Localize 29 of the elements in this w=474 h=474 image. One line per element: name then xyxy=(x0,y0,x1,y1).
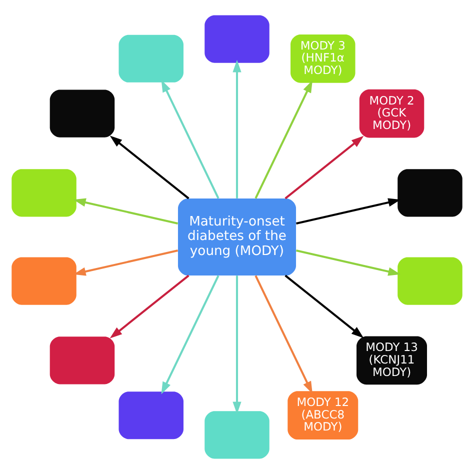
node-box xyxy=(204,15,270,63)
node-box xyxy=(118,392,184,440)
node-box: MODY 2 (GCK MODY) xyxy=(359,89,424,138)
node-box xyxy=(50,336,115,384)
arrow xyxy=(73,250,178,276)
node-box xyxy=(204,411,270,459)
arrow xyxy=(161,275,220,394)
node-box xyxy=(50,90,115,138)
arrow xyxy=(254,80,312,199)
arrow xyxy=(296,198,401,224)
arrow xyxy=(232,60,242,198)
node-box xyxy=(398,257,462,305)
arrow xyxy=(284,136,364,200)
node-box: MODY 13 (KCNJ11 MODY) xyxy=(356,336,427,385)
arrow xyxy=(232,276,242,414)
arrow xyxy=(110,136,190,200)
arrow xyxy=(296,250,401,276)
node-box xyxy=(12,169,76,217)
arrow xyxy=(254,275,312,394)
node-box: MODY 12 (ABCC8 MODY) xyxy=(288,391,358,440)
arrow xyxy=(73,198,178,224)
node-box: MODY 3 (HNF1α MODY) xyxy=(290,34,356,83)
node-box: Maturity-onset diabetes of the young (MODY) xyxy=(178,198,296,276)
arrow xyxy=(161,80,220,199)
arrow xyxy=(284,274,364,338)
node-box xyxy=(12,257,76,305)
node-box xyxy=(118,34,184,82)
node-box xyxy=(398,169,462,217)
arrow xyxy=(110,274,190,338)
